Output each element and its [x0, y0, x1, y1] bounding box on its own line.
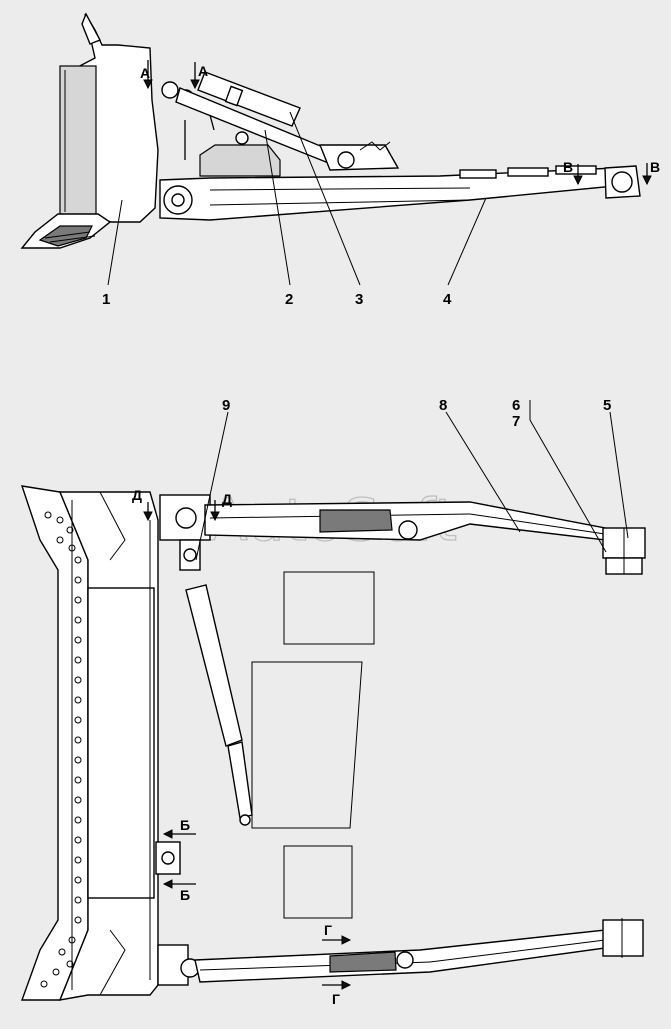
section-b-top: Б	[180, 817, 190, 833]
push-beam-side	[159, 165, 641, 221]
section-v-left: В	[563, 159, 573, 175]
leaders-side	[107, 111, 487, 286]
callout-1: 1	[102, 291, 110, 308]
section-a-left: А	[140, 65, 150, 81]
plan-view: AutoSoft	[20, 397, 646, 1007]
frame-outlines	[251, 571, 375, 919]
blade-side	[20, 12, 159, 249]
leaders-plan	[195, 400, 629, 561]
lower-push-arm	[157, 918, 644, 986]
section-d-left: Д	[132, 487, 142, 503]
section-g-bottom: Г	[332, 991, 340, 1007]
hydraulic-block-side	[184, 114, 281, 177]
section-b-bottom: Б	[180, 887, 190, 903]
section-a-right: А	[198, 63, 208, 79]
callout-7: 7	[512, 413, 520, 430]
callout-9: 9	[222, 397, 230, 414]
section-marks-plan	[143, 500, 352, 990]
section-g-top: Г	[324, 922, 332, 938]
callout-2: 2	[285, 291, 293, 308]
section-marks-side	[143, 60, 652, 186]
tilt-cylinder-side	[161, 71, 400, 171]
callout-4: 4	[443, 291, 452, 308]
section-d-right: Д	[222, 491, 232, 507]
upper-push-arm	[159, 494, 646, 575]
diagonal-brace	[179, 539, 253, 826]
callout-6: 6	[512, 397, 520, 414]
blade-plan	[20, 485, 159, 1001]
section-v-right: В	[650, 159, 660, 175]
blade-holes	[40, 511, 82, 988]
callout-3: 3	[355, 291, 363, 308]
mid-bracket	[155, 841, 181, 875]
callout-8: 8	[439, 397, 447, 414]
side-view: А А В В 1 2 3 4	[20, 12, 660, 308]
callout-5: 5	[603, 397, 611, 414]
